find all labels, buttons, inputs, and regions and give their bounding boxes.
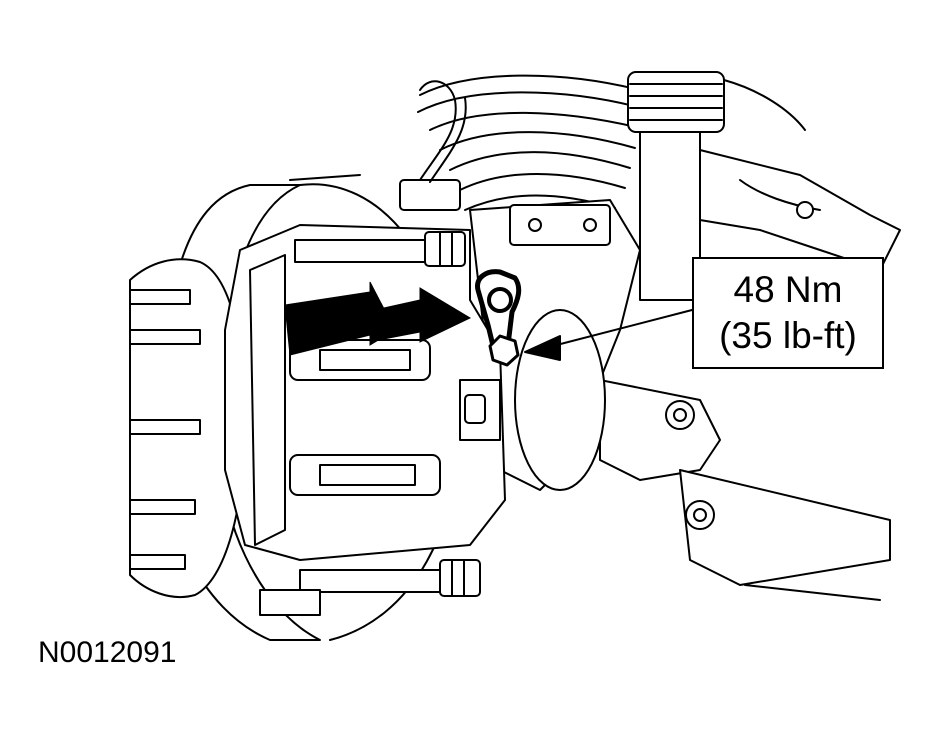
torque-metric-value: 48 Nm [733, 269, 843, 310]
strut-assembly [627, 71, 806, 301]
bracket-bolt [488, 334, 520, 367]
brake-hose [419, 80, 467, 183]
brake-caliper [224, 224, 506, 561]
torque-specification-callout: 48 Nm (35 lb-ft) [692, 257, 884, 369]
callout-leader-arrowhead [524, 335, 561, 361]
coil-spring [417, 74, 643, 211]
upper-control-arm [699, 149, 901, 271]
lower-control-arm [599, 379, 891, 601]
torque-imperial-value: (35 lb-ft) [719, 315, 857, 356]
wheel-hub [129, 258, 246, 599]
figure-id: N0012091 [38, 636, 177, 669]
brake-hose-bracket [475, 269, 522, 353]
direction-arrows [284, 281, 472, 356]
direction-arrow-right [374, 287, 472, 343]
upper-slide-pin [294, 179, 466, 267]
lower-slide-pin [259, 559, 481, 616]
callout-leader-line [544, 309, 693, 349]
